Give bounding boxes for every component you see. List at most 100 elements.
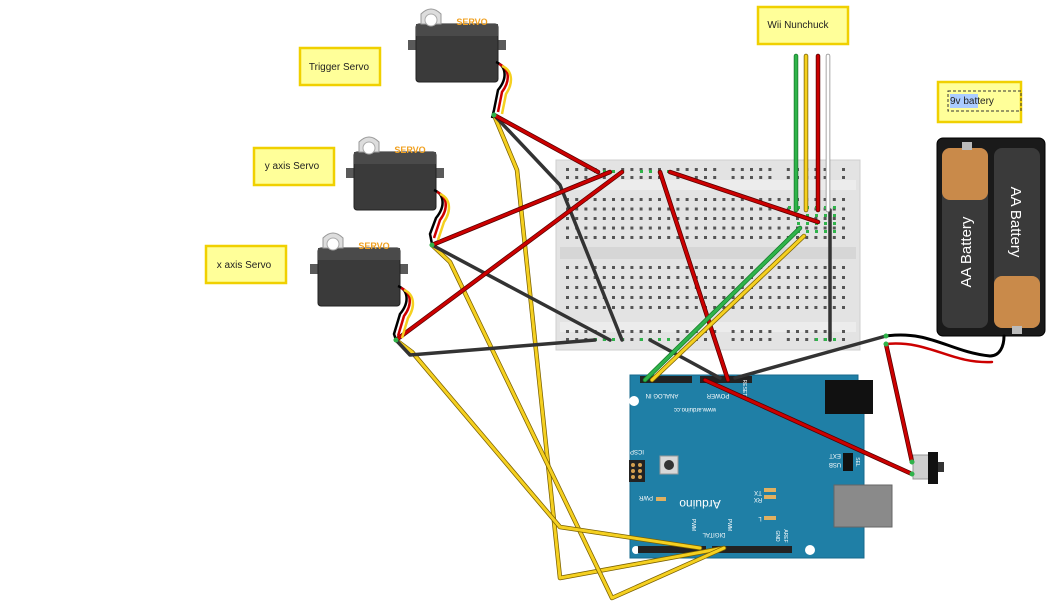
breadboard-hole: [823, 330, 827, 333]
breadboard-hole: [630, 296, 634, 299]
breadboard-hole: [768, 217, 772, 220]
breadboard-hole: [584, 330, 588, 333]
breadboard-hole: [713, 217, 717, 220]
breadboard-hole: [759, 207, 763, 211]
breadboard-hole: [648, 266, 652, 269]
breadboard-hole: [584, 266, 588, 269]
breadboard-hole: [648, 236, 652, 239]
breadboard-hole: [612, 198, 615, 201]
breadboard-hole: [805, 286, 809, 289]
breadboard-hole: [786, 338, 790, 341]
breadboard-hole: [694, 217, 698, 220]
label-y-axis-servo: y axis Servo: [252, 146, 336, 187]
breadboard-hole: [658, 276, 661, 279]
breadboard-hole: [584, 217, 588, 220]
breadboard-hole: [797, 206, 800, 209]
mounting-hole: [629, 396, 639, 406]
breadboard-hole: [842, 236, 845, 239]
breadboard-hole: [566, 236, 569, 239]
icsp-label: ICSP: [630, 448, 644, 454]
breadboard-hole: [685, 217, 689, 220]
wire-black-trigger-gnd: [492, 113, 624, 342]
breadboard-hole: [584, 176, 588, 179]
breadboard-hole: [685, 207, 689, 211]
breadboard-hole: [759, 296, 763, 299]
breadboard-hole: [740, 168, 744, 171]
breadboard-hole: [648, 217, 652, 220]
breadboard-hole: [658, 198, 661, 201]
breadboard-hole: [658, 306, 661, 309]
breadboard-hole: [566, 330, 569, 333]
breadboard-hole: [832, 286, 836, 289]
breadboard-hole: [759, 236, 763, 239]
power-switch[interactable]: [912, 452, 944, 484]
label-9v-battery[interactable]: 9v battery: [936, 80, 1023, 124]
breadboard-hole: [685, 198, 689, 201]
breadboard-hole: [805, 330, 809, 333]
breadboard-hole: [823, 306, 827, 309]
breadboard-hole: [648, 176, 652, 179]
breadboard-hole: [658, 236, 661, 239]
breadboard-hole: [704, 276, 707, 279]
breadboard-hole: [814, 217, 818, 220]
breadboard-hole: [722, 207, 726, 211]
battery-pack: AA Battery AA Battery: [936, 137, 1046, 337]
breadboard-hole: [575, 296, 579, 299]
breadboard-hole: [740, 338, 744, 341]
breadboard-hole: [593, 276, 597, 279]
breadboard-hole: [694, 306, 698, 309]
wire-red-arduino-switch: [703, 378, 914, 476]
breadboard-hole: [731, 296, 735, 299]
breadboard-hole: [667, 306, 671, 309]
breadboard-hole: [602, 217, 606, 220]
breadboard-hole: [786, 276, 790, 279]
breadboard-hole: [621, 176, 625, 179]
breadboard-hole: [796, 266, 799, 269]
breadboard-hole: [639, 207, 643, 211]
breadboard-hole: [750, 236, 753, 239]
breadboard-hole: [649, 170, 652, 173]
breadboard-hole: [667, 266, 671, 269]
breadboard-hole: [566, 266, 569, 269]
breadboard-hole: [612, 338, 615, 341]
breadboard-hole: [685, 330, 689, 333]
breadboard-hole: [685, 306, 689, 309]
wire-black-battery-lead: [884, 333, 1006, 358]
breadboard-hole: [731, 286, 735, 289]
breadboard-hole: [805, 296, 809, 299]
breadboard-hole: [584, 168, 588, 171]
breadboard-hole: [602, 198, 606, 201]
breadboard-hole: [786, 330, 790, 333]
trigger-servo: SERVO: [408, 8, 513, 119]
breadboard-hole: [621, 198, 625, 201]
breadboard-hole: [759, 176, 763, 179]
breadboard-hole: [842, 198, 845, 201]
breadboard-hole: [676, 236, 680, 239]
breadboard-hole: [832, 226, 836, 230]
breadboard-hole: [824, 206, 827, 209]
breadboard-hole: [658, 217, 661, 220]
breadboard-hole: [750, 330, 753, 333]
breadboard-hole: [786, 168, 790, 171]
breadboard-hole: [842, 207, 845, 211]
breadboard-hole: [777, 236, 781, 239]
breadboard-hole: [584, 306, 588, 309]
breadboard-hole: [777, 306, 781, 309]
reset-pin-label: RESET: [741, 380, 747, 397]
9v-battery-label[interactable]: 9v battery: [950, 96, 994, 107]
pwr-led-label: PWR: [638, 494, 653, 500]
breadboard-hole: [685, 276, 689, 279]
wire-yellow-y: [430, 243, 726, 600]
breadboard-hole: [814, 306, 818, 309]
breadboard-hole: [575, 306, 579, 309]
breadboard-hole: [833, 206, 836, 209]
breadboard-hole: [740, 330, 744, 333]
breadboard-hole: [612, 236, 615, 239]
breadboard-hole: [768, 226, 772, 230]
breadboard-hole: [676, 266, 680, 269]
breadboard-hole: [823, 296, 827, 299]
breadboard-hole: [704, 176, 707, 179]
breadboard-hole: [713, 276, 717, 279]
breadboard-hole: [676, 286, 680, 289]
breadboard-hole: [694, 198, 698, 201]
